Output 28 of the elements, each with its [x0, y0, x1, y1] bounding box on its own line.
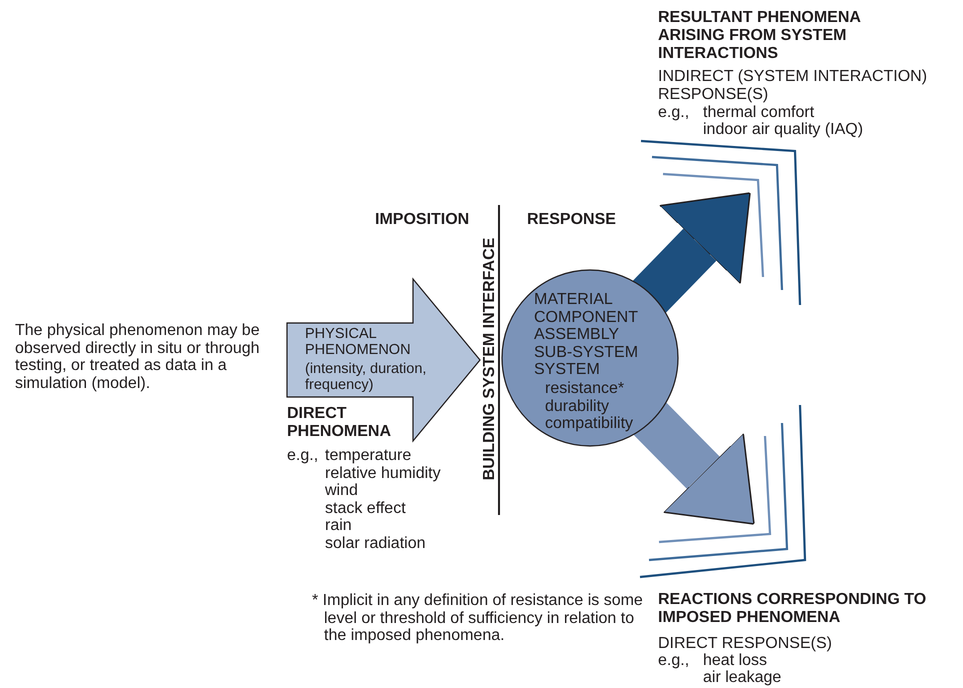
footnote: * Implicit in any definition of resistance is some level or threshold of sufficiency in relation to the imposed phenomena. [312, 592, 644, 644]
note-text: The physical phenomenon may be observed directly in situ or through testing, or treated as data in a simulation (model). [15, 322, 261, 392]
response-type: INDIRECT (SYSTEM INTERACTION) RESPONSE(S) [658, 68, 928, 103]
example-prefix: e.g., [287, 447, 318, 464]
section-heading: IMPOSITION [375, 211, 470, 229]
example-prefix: e.g., [658, 104, 690, 122]
example-item: temperature [325, 447, 412, 464]
example-item: stack effect [325, 500, 406, 517]
heading: RESULTANT PHENOMENA ARISING FROM SYSTEM INTERACTIONS [658, 9, 862, 63]
arrow-label: (intensity, duration, frequency) [305, 361, 428, 393]
block-arrow [631, 192, 751, 314]
example-item: wind [325, 482, 358, 500]
interface-label: BUILDING SYSTEM INTERFACE [481, 236, 499, 482]
example-item: air leakage [703, 669, 782, 686]
example-item: heat loss [703, 652, 768, 670]
example-prefix: e.g., [658, 652, 690, 670]
example-item: thermal comfort [703, 104, 814, 122]
example-item: indoor air quality (IAQ) [703, 121, 864, 138]
example-item: solar radiation [325, 534, 426, 552]
example-item: relative humidity [325, 464, 441, 482]
block-arrow [632, 400, 755, 525]
arrow-label: PHYSICAL PHENOMENON [305, 326, 412, 358]
system-properties: resistance* durability compatibility [545, 380, 634, 432]
heading: REACTIONS CORRESPONDING TO IMPOSED PHENOMENA [658, 591, 928, 627]
response-type: DIRECT RESPONSE(S) [658, 635, 832, 652]
example-item: rain [325, 517, 352, 534]
section-heading: DIRECT PHENOMENA [287, 405, 392, 441]
section-heading: RESPONSE [527, 211, 616, 229]
